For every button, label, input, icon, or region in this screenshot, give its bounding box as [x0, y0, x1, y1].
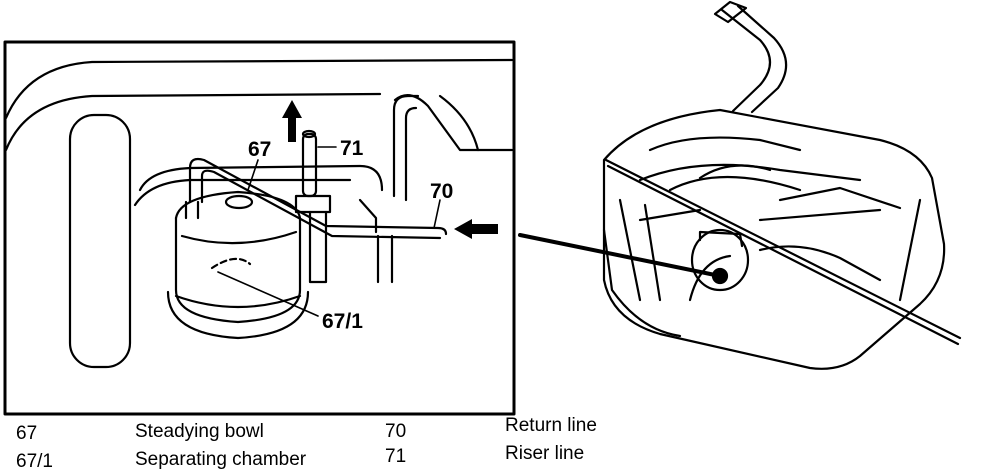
- tank-outline: [4, 58, 514, 120]
- arrow-left: [454, 219, 498, 239]
- fuel-tank-perspective: [602, 0, 962, 370]
- leader-67: [247, 159, 259, 191]
- return-line: [188, 157, 448, 236]
- callout-70: 70: [430, 180, 453, 203]
- legend-number-71: 71: [385, 446, 407, 467]
- riser-line: [294, 129, 332, 284]
- legend-label-67-1: Separating chamber: [135, 449, 307, 470]
- callout-67: 67: [248, 138, 271, 161]
- leader-70: [433, 199, 441, 229]
- detail-frame: [3, 40, 516, 416]
- steadying-bowl: [166, 190, 310, 340]
- arrow-up: [282, 100, 302, 142]
- tank-pillar: [68, 113, 132, 369]
- leader-67-1: [217, 271, 319, 317]
- callout-67-1: 67/1: [322, 310, 363, 333]
- legend-label-67: Steadying bowl: [135, 421, 264, 442]
- legend-number-67: 67: [16, 423, 38, 444]
- legend-label-71: Riser line: [505, 443, 585, 464]
- pointer-line: [518, 233, 722, 278]
- legend-number-70: 70: [385, 421, 407, 442]
- legend-label-70: Return line: [505, 415, 597, 436]
- callout-71: 71: [340, 137, 364, 160]
- legend-number-67-1: 67/1: [16, 451, 53, 472]
